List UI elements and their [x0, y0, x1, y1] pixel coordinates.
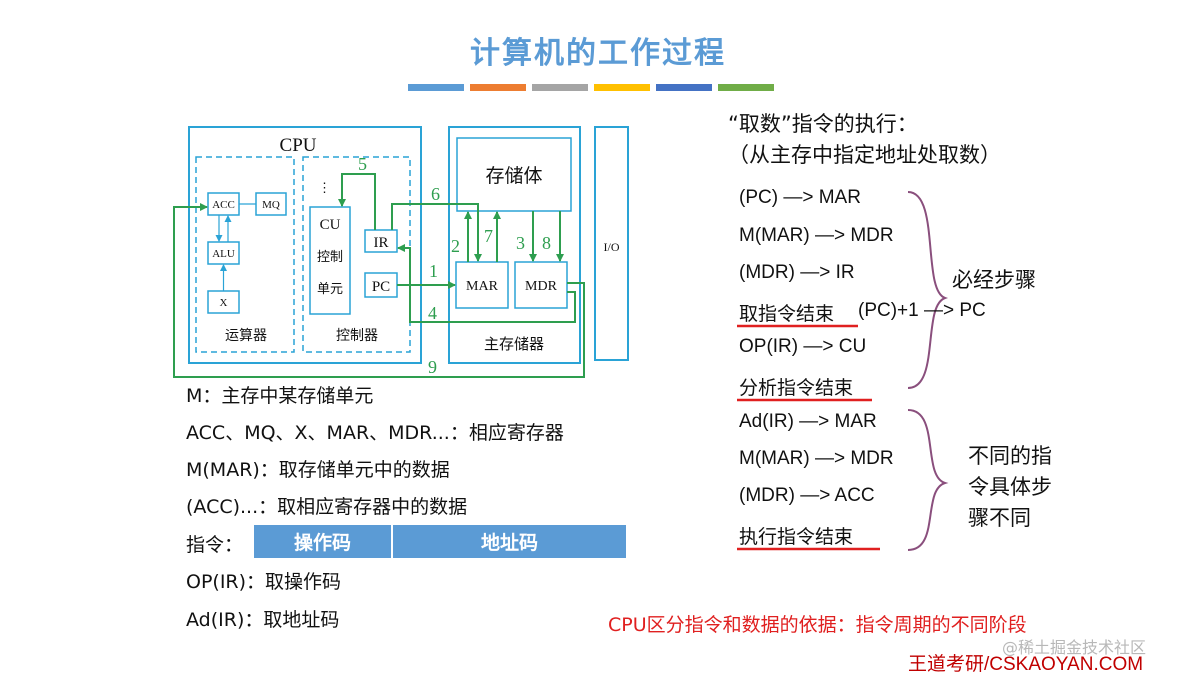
- cu-label-line3: 单元: [317, 282, 343, 297]
- step-number-1: 1: [429, 261, 438, 281]
- step-number-2: 2: [451, 236, 460, 256]
- mar-label: MAR: [466, 279, 499, 294]
- acc-label: ACC: [212, 199, 235, 211]
- step-mar-to-mdr: M(MAR) —> MDR: [739, 225, 894, 246]
- step-analyze-end: 分析指令结束: [739, 377, 854, 399]
- cpu-box: [188, 126, 422, 364]
- fetch-heading: “取数”指令的执行：: [728, 112, 918, 136]
- mq-label: MQ: [262, 199, 280, 211]
- step-number-5: 5: [358, 154, 367, 174]
- step-ad-to-mar: Ad(IR) —> MAR: [739, 411, 877, 432]
- mdr-label: MDR: [525, 279, 558, 294]
- main-memory-box: [448, 126, 581, 364]
- step-pc-to-mar: (PC) —> MAR: [739, 187, 861, 208]
- step-op-to-cu: OP(IR) —> CU: [739, 336, 867, 357]
- step-number-3: 3: [516, 233, 525, 253]
- brand-footer: 王道考研/CSKAOYAN.COM: [908, 654, 1144, 675]
- variable-steps-label-line2: 令具体步: [968, 475, 1052, 499]
- io-label: I/O: [604, 240, 620, 254]
- cu-box: [309, 206, 351, 315]
- brace-required-steps: [907, 191, 949, 389]
- variable-steps-label-line3: 骤不同: [968, 506, 1031, 530]
- main-memory-label: 主存储器: [484, 335, 544, 353]
- color-bar-3: [532, 84, 588, 91]
- step-execute-end: 执行指令结束: [739, 526, 854, 548]
- step-mdr-to-acc: (MDR) —> ACC: [739, 485, 875, 506]
- definition-registers: ACC、MQ、X、MAR、MDR...：相应寄存器: [186, 422, 564, 444]
- step-number-4: 4: [428, 303, 437, 323]
- instruction-format-bar: 操作码 地址码: [254, 525, 626, 558]
- step-mdr-to-ir: (MDR) —> IR: [739, 262, 855, 283]
- definition-acc-content: (ACC)...：取相应寄存器中的数据: [186, 496, 468, 518]
- step-pc-increment: (PC)+1 —> PC: [858, 300, 986, 321]
- definition-m-mar: M(MAR)：取存储单元中的数据: [186, 459, 450, 481]
- fetch-subheading: （从主存中指定地址处取数）: [728, 143, 1001, 167]
- mar-register: [455, 261, 509, 309]
- step-mar-to-mdr-2: M(MAR) —> MDR: [739, 448, 894, 469]
- step-number-9: 9: [428, 357, 437, 377]
- cu-label-line2: 控制: [317, 250, 343, 265]
- path-6-ir-to-mar: [391, 203, 482, 262]
- path-5-ir-to-cu: [338, 173, 376, 230]
- definition-m: M：主存中某存储单元: [186, 385, 374, 407]
- required-steps-label: 必经步骤: [952, 268, 1036, 292]
- cu-label-line1: CU: [320, 217, 341, 233]
- cpu-label: CPU: [280, 135, 317, 156]
- storage-body-label: 存储体: [485, 165, 542, 187]
- opcode-field: 操作码: [254, 525, 393, 558]
- op-ir-definition: OP(IR)：取操作码: [186, 571, 342, 593]
- ir-register: [364, 229, 398, 253]
- instruction-label: 指令：: [186, 534, 244, 556]
- alu-label: ALU: [212, 248, 235, 260]
- alu-group-box: [195, 156, 295, 353]
- brace-variable-steps: [907, 409, 949, 551]
- pc-label: PC: [372, 279, 390, 295]
- footnote: CPU区分指令和数据的依据：指令周期的不同阶段: [608, 614, 1027, 636]
- color-bar-5: [656, 84, 712, 91]
- io-box: [594, 126, 629, 361]
- color-bar-1: [408, 84, 464, 91]
- x-label: X: [220, 297, 228, 309]
- address-field: 地址码: [393, 525, 626, 558]
- step-number-6: 6: [431, 184, 440, 204]
- ad-ir-definition: Ad(IR)：取地址码: [186, 609, 340, 631]
- storage-body-box: [456, 137, 572, 212]
- ir-label: IR: [374, 235, 389, 251]
- control-group-label: 控制器: [336, 328, 378, 344]
- color-bar-4: [594, 84, 650, 91]
- variable-steps-label-line1: 不同的指: [968, 444, 1052, 468]
- step-fetch-end: 取指令结束: [739, 303, 835, 325]
- step-number-8: 8: [542, 233, 551, 253]
- mdr-register: [514, 261, 568, 309]
- cu-ellipsis: ⋮: [318, 180, 331, 195]
- step-number-7: 7: [484, 226, 493, 246]
- path-9-mdr-to-acc: [173, 203, 585, 378]
- alu-group-label: 运算器: [225, 328, 267, 344]
- color-bar-6: [718, 84, 774, 91]
- page-title: 计算机的工作过程: [470, 36, 726, 71]
- color-bar-2: [470, 84, 526, 91]
- watermark: @稀土掘金技术社区: [1002, 638, 1147, 657]
- color-bar-strip: [408, 84, 788, 92]
- path-4-mdr-to-ir: [397, 244, 576, 323]
